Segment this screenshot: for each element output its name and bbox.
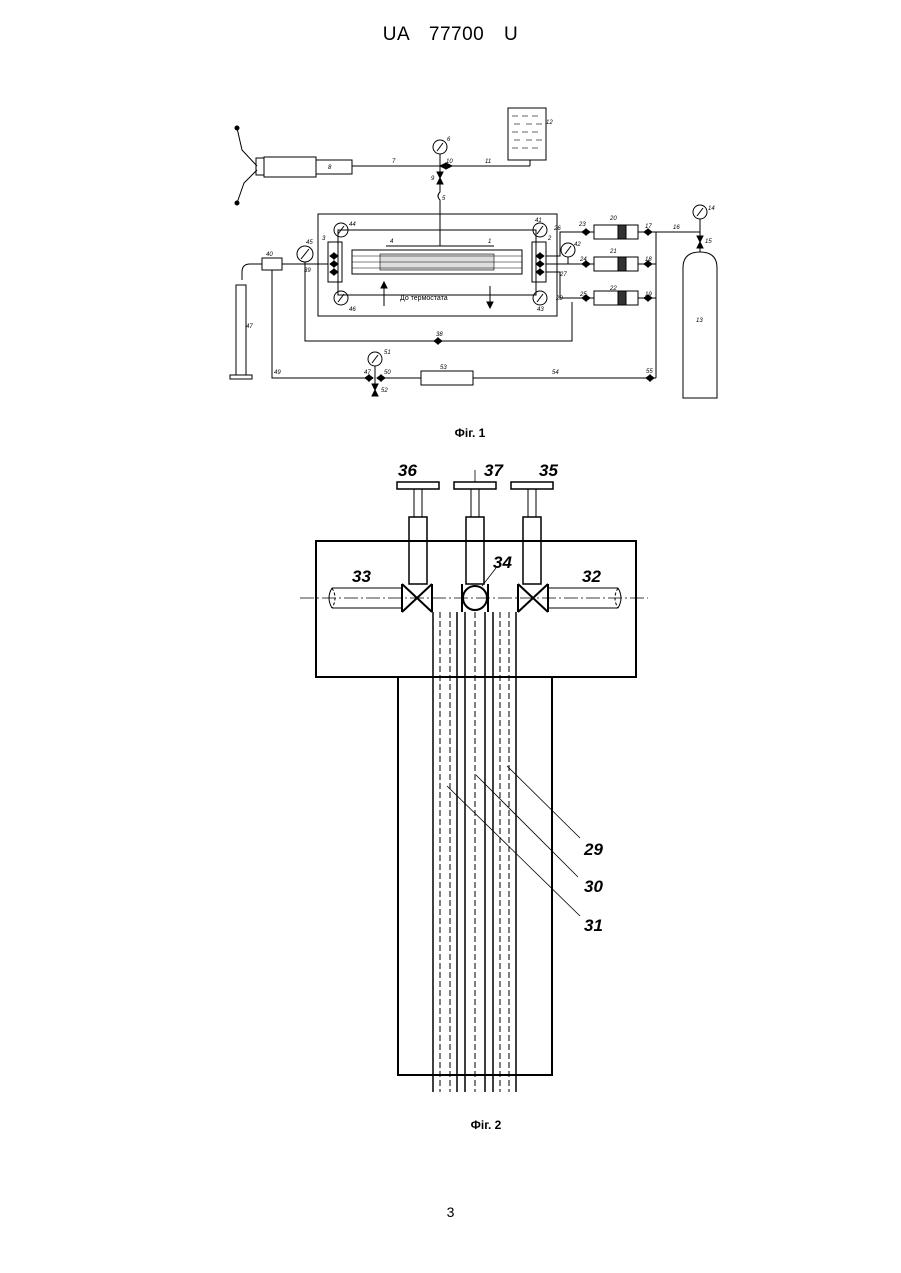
- label-33: 33: [352, 567, 371, 586]
- label-25: 25: [579, 292, 587, 298]
- label-50: 50: [384, 370, 391, 376]
- label-36: 36: [398, 461, 417, 480]
- label-26: 26: [553, 226, 561, 232]
- label-49: 49: [274, 370, 281, 376]
- label-2: 2: [547, 236, 552, 242]
- figure-2-caption: Фіг. 2: [436, 1118, 536, 1132]
- label-47: 47: [246, 324, 253, 330]
- label-32: 32: [582, 567, 601, 586]
- label-23: 23: [578, 222, 586, 228]
- label-29: 29: [583, 840, 603, 859]
- label-24: 24: [579, 257, 587, 263]
- label-10: 10: [446, 159, 453, 165]
- label-16: 16: [673, 225, 680, 231]
- label-28: 28: [555, 296, 563, 302]
- page-number: 3: [0, 1204, 901, 1220]
- label-38: 38: [436, 332, 443, 338]
- label-11: 11: [485, 159, 491, 165]
- label-35: 35: [539, 461, 558, 480]
- label-51: 51: [384, 350, 391, 356]
- label-18: 18: [645, 257, 652, 263]
- label-1: 1: [488, 239, 491, 245]
- label-41: 41: [535, 218, 542, 224]
- label-40: 40: [266, 252, 273, 258]
- label-43: 43: [537, 307, 544, 313]
- label-55: 55: [646, 369, 653, 375]
- label-7: 7: [392, 159, 396, 165]
- label-37: 37: [484, 461, 504, 480]
- label-14: 14: [708, 206, 715, 212]
- label-9: 9: [431, 176, 435, 182]
- label-3: 3: [322, 236, 326, 242]
- label-54: 54: [552, 370, 559, 376]
- label-6: 6: [447, 137, 451, 143]
- label-53: 53: [440, 365, 447, 371]
- label-31: 31: [584, 916, 603, 935]
- label-45: 45: [306, 240, 313, 246]
- label-47b: 47: [364, 370, 371, 376]
- label-52: 52: [381, 388, 388, 394]
- label-46: 46: [349, 307, 356, 313]
- label-44: 44: [349, 222, 356, 228]
- label-13: 13: [696, 318, 703, 324]
- thermostat-label: До термостата: [400, 295, 448, 302]
- label-27: 27: [559, 272, 567, 278]
- label-34: 34: [493, 553, 512, 572]
- label-20: 20: [609, 216, 617, 222]
- label-8: 8: [328, 165, 332, 171]
- label-21: 21: [609, 249, 617, 255]
- label-15: 15: [705, 239, 712, 245]
- label-30: 30: [584, 877, 603, 896]
- label-19: 19: [645, 292, 652, 298]
- label-42: 42: [574, 242, 581, 248]
- figure-1-caption: Фіг. 1: [420, 426, 520, 440]
- label-39: 39: [304, 268, 311, 274]
- label-17: 17: [645, 224, 652, 230]
- label-22: 22: [609, 286, 617, 292]
- label-4: 4: [390, 239, 394, 245]
- label-5: 5: [442, 196, 446, 202]
- label-12: 12: [546, 120, 553, 126]
